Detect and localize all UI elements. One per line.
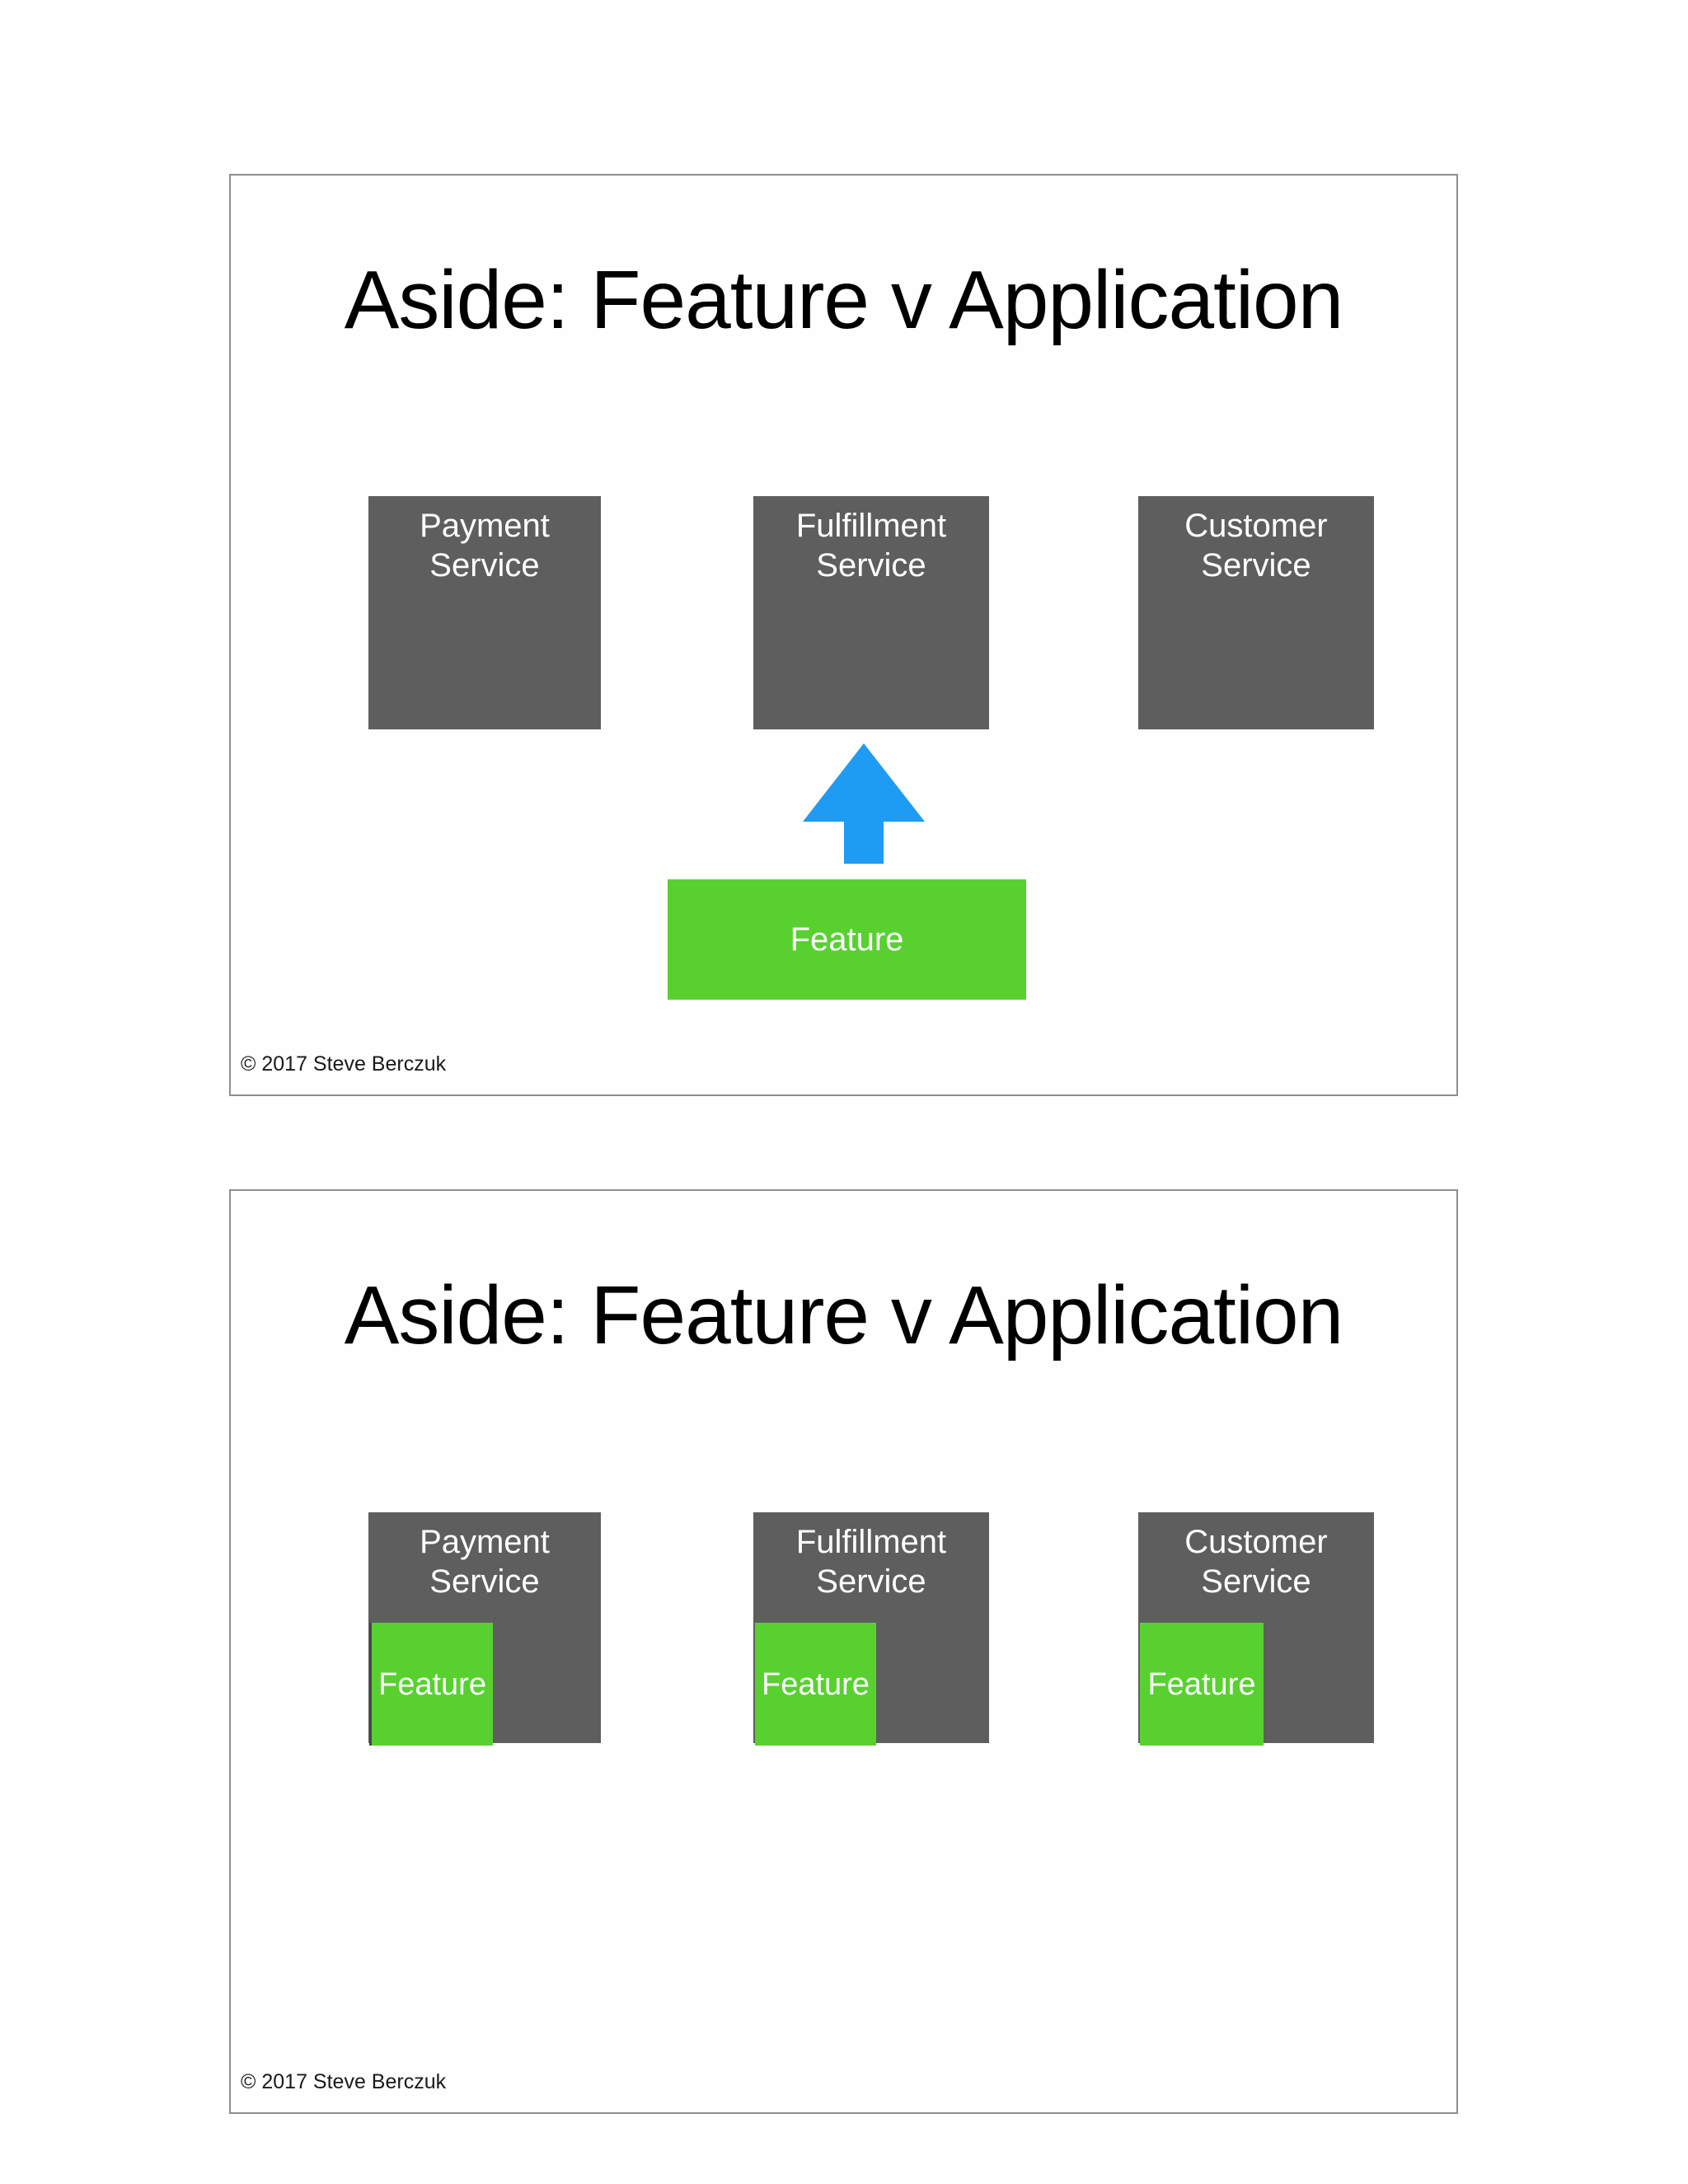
service-box-fulfillment: Fulfillment Service <box>753 496 989 729</box>
copyright-notice: © 2017 Steve Berczuk <box>241 1052 447 1076</box>
service-label-customer: Customer Service <box>1184 508 1328 583</box>
slide-1: Aside: Feature v Application Payment Ser… <box>229 174 1458 1096</box>
feature-label: Feature <box>790 921 904 958</box>
service-label-fulfillment: Fulfillment Service <box>795 508 947 583</box>
service-box-customer: Customer Service Feature <box>1138 1512 1374 1746</box>
service-box-fulfillment: Fulfillment Service Feature <box>753 1512 989 1746</box>
feature-box-fulfillment: Feature <box>755 1623 876 1746</box>
slide-2-title: Aside: Feature v Application <box>344 1269 1344 1361</box>
feature-box: Feature <box>668 879 1026 1000</box>
service-label-customer: Customer Service <box>1184 1524 1328 1600</box>
service-box-payment: Payment Service <box>368 496 601 729</box>
feature-label: Feature <box>1147 1666 1256 1702</box>
feature-box-customer: Feature <box>1140 1623 1264 1746</box>
service-box-payment: Payment Service Feature <box>368 1512 601 1746</box>
service-label-payment: Payment Service <box>420 1524 550 1600</box>
feature-box-payment: Feature <box>369 1623 493 1746</box>
service-label-fulfillment: Fulfillment Service <box>795 1524 947 1600</box>
slide-2: Aside: Feature v Application Payment Ser… <box>229 1189 1458 2114</box>
feature-label: Feature <box>762 1666 870 1702</box>
up-arrow-icon <box>803 743 925 864</box>
service-box-customer: Customer Service <box>1138 496 1374 729</box>
slide-1-title: Aside: Feature v Application <box>344 254 1344 346</box>
copyright-notice: © 2017 Steve Berczuk <box>241 2070 447 2093</box>
feature-label: Feature <box>378 1666 486 1702</box>
service-label-payment: Payment Service <box>420 508 550 583</box>
